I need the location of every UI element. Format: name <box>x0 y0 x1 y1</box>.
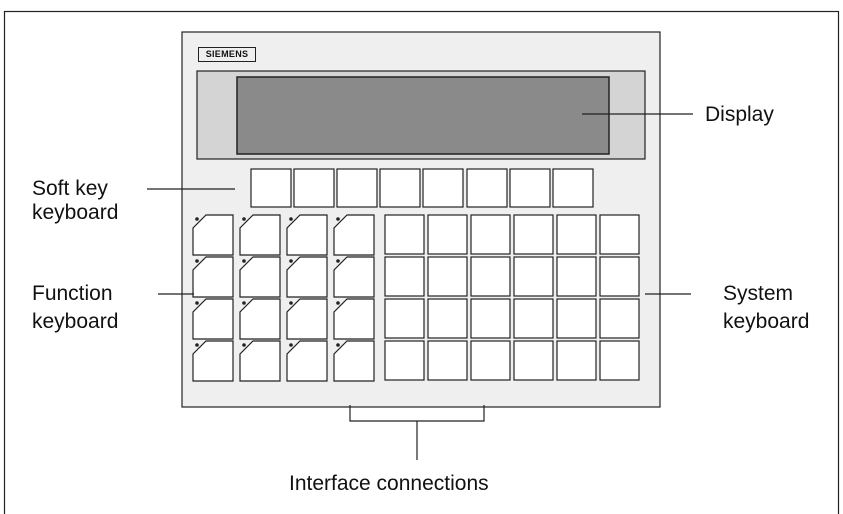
system-key[interactable] <box>513 298 554 339</box>
function-key-led <box>242 217 246 221</box>
function-key-led <box>242 259 246 263</box>
siemens-logo: SIEMENS <box>198 47 256 62</box>
system-key[interactable] <box>427 256 468 297</box>
function-key[interactable] <box>239 256 281 298</box>
system-key[interactable] <box>599 298 640 339</box>
system-key[interactable] <box>427 298 468 339</box>
soft-key[interactable] <box>552 168 594 208</box>
function-key[interactable] <box>239 340 281 382</box>
system-key[interactable] <box>556 340 597 381</box>
function-key-led <box>242 301 246 305</box>
system-key[interactable] <box>599 214 640 255</box>
soft-key[interactable] <box>379 168 421 208</box>
system-key[interactable] <box>470 298 511 339</box>
function-key-led <box>289 343 293 347</box>
label-system-line1: System <box>723 282 794 305</box>
system-keyboard <box>384 214 640 381</box>
function-key-led <box>336 217 340 221</box>
function-key-led <box>289 259 293 263</box>
function-key[interactable] <box>333 214 375 256</box>
system-key[interactable] <box>470 214 511 255</box>
function-key-led <box>195 343 199 347</box>
function-key-led <box>242 343 246 347</box>
function-key-led <box>336 301 340 305</box>
function-key-led <box>195 217 199 221</box>
function-key[interactable] <box>333 298 375 340</box>
label-soft-key-line1: Soft key <box>32 177 108 200</box>
function-key[interactable] <box>286 214 328 256</box>
function-key[interactable] <box>192 298 234 340</box>
soft-key[interactable] <box>336 168 378 208</box>
system-key[interactable] <box>427 214 468 255</box>
system-key[interactable] <box>556 298 597 339</box>
label-display: Display <box>705 103 774 126</box>
system-key[interactable] <box>384 298 425 339</box>
system-key[interactable] <box>470 256 511 297</box>
system-key[interactable] <box>384 340 425 381</box>
figure-frame <box>3 10 840 514</box>
system-key[interactable] <box>384 256 425 297</box>
system-key[interactable] <box>599 340 640 381</box>
label-soft-key-line2: keyboard <box>32 201 119 224</box>
function-key[interactable] <box>286 340 328 382</box>
soft-key[interactable] <box>293 168 335 208</box>
label-interface-connections: Interface connections <box>289 472 489 495</box>
function-key-led <box>336 343 340 347</box>
system-key[interactable] <box>513 256 554 297</box>
system-key[interactable] <box>513 214 554 255</box>
system-key[interactable] <box>427 340 468 381</box>
function-key-led <box>195 301 199 305</box>
function-key-led <box>289 217 293 221</box>
system-key[interactable] <box>556 256 597 297</box>
function-keyboard <box>192 214 375 382</box>
display-screen <box>236 76 610 155</box>
system-key[interactable] <box>470 340 511 381</box>
function-key[interactable] <box>192 256 234 298</box>
soft-key-keyboard <box>250 168 594 208</box>
function-key[interactable] <box>333 340 375 382</box>
function-key[interactable] <box>333 256 375 298</box>
function-key-led <box>289 301 293 305</box>
soft-key[interactable] <box>509 168 551 208</box>
label-function-line2: keyboard <box>32 310 119 333</box>
soft-key[interactable] <box>250 168 292 208</box>
soft-key[interactable] <box>466 168 508 208</box>
system-key[interactable] <box>513 340 554 381</box>
system-key[interactable] <box>556 214 597 255</box>
system-key[interactable] <box>599 256 640 297</box>
function-key-led <box>336 259 340 263</box>
function-key[interactable] <box>286 298 328 340</box>
function-key[interactable] <box>192 214 234 256</box>
function-key[interactable] <box>239 214 281 256</box>
label-function-line1: Function <box>32 282 113 305</box>
function-key[interactable] <box>286 256 328 298</box>
system-key[interactable] <box>384 214 425 255</box>
function-key[interactable] <box>192 340 234 382</box>
function-key-led <box>195 259 199 263</box>
function-key[interactable] <box>239 298 281 340</box>
soft-key[interactable] <box>422 168 464 208</box>
label-system-line2: keyboard <box>723 310 810 333</box>
